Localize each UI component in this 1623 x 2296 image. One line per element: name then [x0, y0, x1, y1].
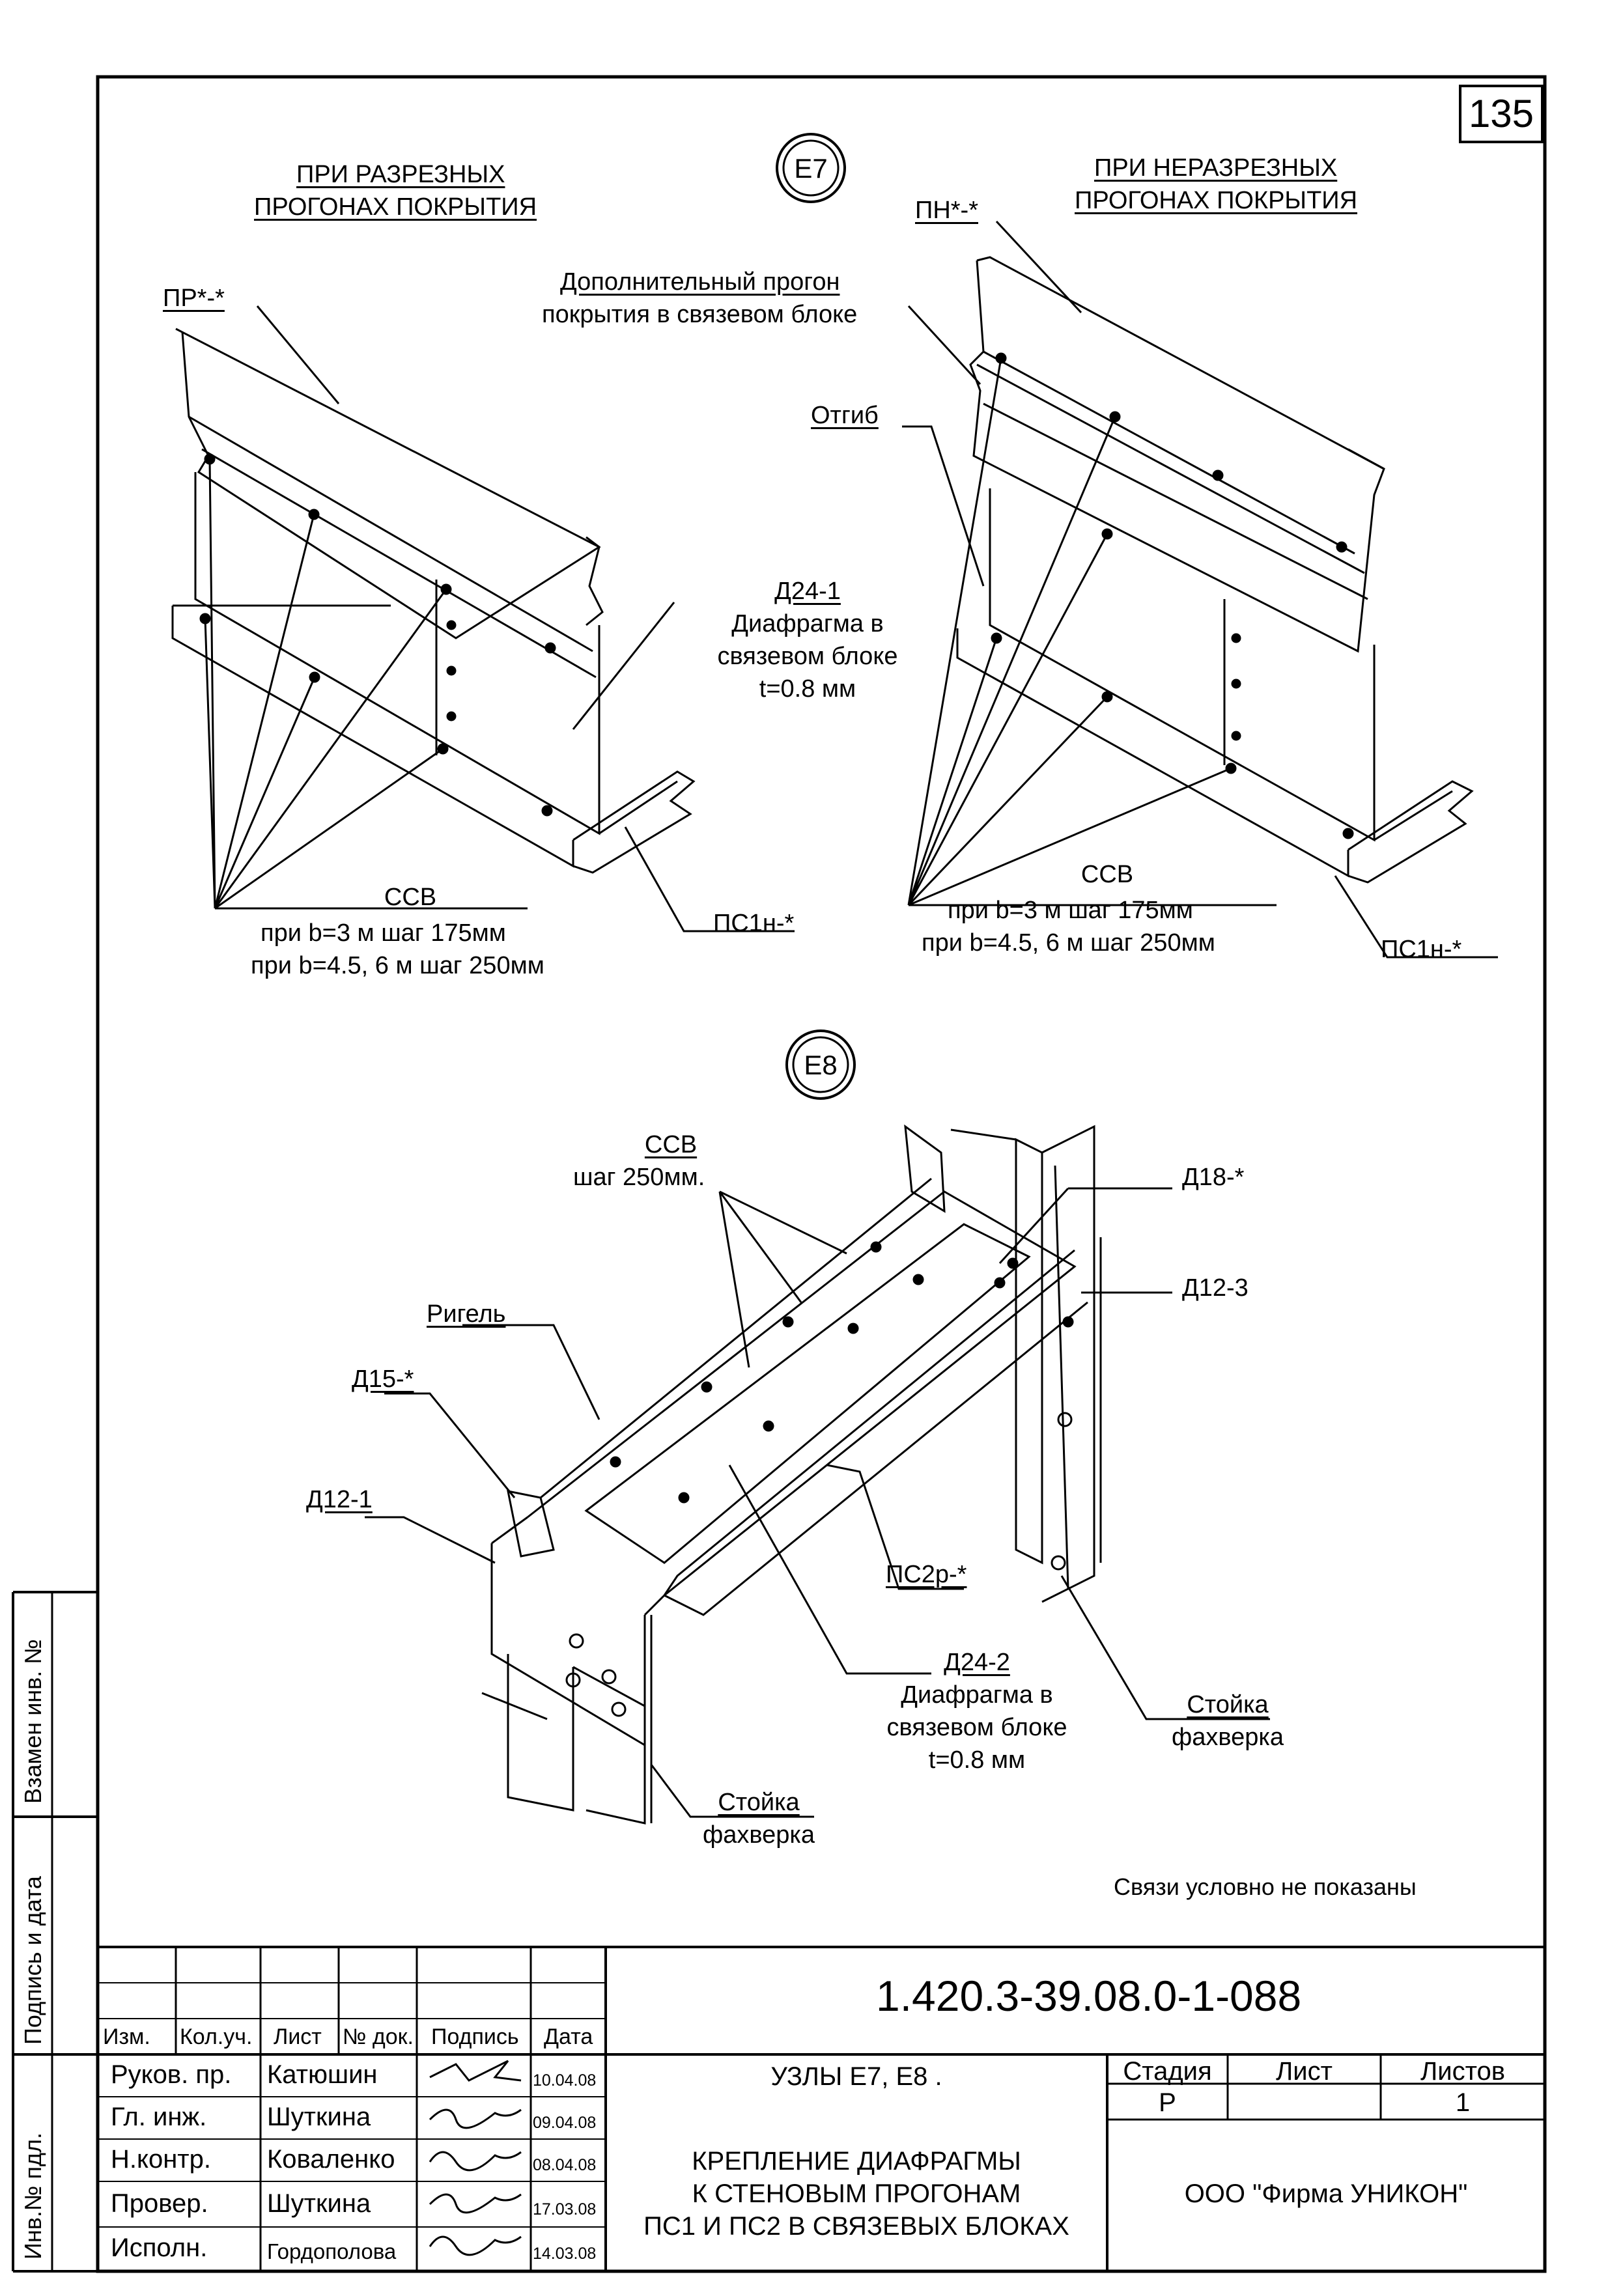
header-doc-no: № док. [343, 2024, 414, 2049]
name-row-5: Гордополова [267, 2239, 397, 2263]
header-signature: Подпись [431, 2024, 519, 2049]
e7-right-assembly [902, 220, 1498, 959]
title-block-grid [98, 1946, 1545, 2271]
e7-left-assembly [171, 305, 795, 932]
document-code: 1.420.3-39.08.0-1-088 [876, 1972, 1302, 2020]
e8-diaphragm-line2: связевом блоке [886, 1714, 1067, 1741]
role-row-1: Руков. пр. [111, 2060, 232, 2089]
company-name: ООО "Фирма УНИКОН" [1184, 2179, 1468, 2208]
label-d24-1: Д24-1 [774, 578, 841, 605]
role-row-4: Провер. [111, 2189, 208, 2218]
e7-left-step1: при b=3 м шаг 175мм [261, 919, 506, 947]
date-row-4: 17.03.08 [533, 2200, 597, 2219]
e7-left-step2: при b=4.5, 6 м шаг 250мм [251, 952, 544, 979]
sheets-value: 1 [1455, 2088, 1471, 2117]
date-row-2: 09.04.08 [533, 2114, 597, 2132]
label-pr: ПР*-* [163, 285, 225, 312]
e7-right-ssv: ССВ [1080, 861, 1134, 888]
label-d12-3: Д12-3 [1182, 1274, 1249, 1302]
date-row-5: 14.03.08 [533, 2245, 597, 2263]
sheet-frame [96, 75, 1547, 2273]
e8-ssv: ССВ [644, 1131, 698, 1158]
stamp-replaced-inv: Взамен инв. № [20, 1639, 46, 1804]
header-date: Дата [544, 2024, 593, 2049]
e8-ssv-step: шаг 250мм. [573, 1164, 705, 1191]
e7-diaphragm-line1: Диафрагма в [731, 610, 884, 637]
e8-left-post-line1: Стойка [718, 1789, 800, 1816]
e7-right-step2: при b=4.5, 6 м шаг 250мм [922, 929, 1215, 957]
drawing-title-line3: К СТЕНОВЫМ ПРОГОНАМ [692, 2179, 1021, 2208]
e7-right-step1: при b=3 м шаг 175мм [948, 897, 1193, 924]
stage-value: Р [1159, 2088, 1176, 2117]
name-row-3: Коваленко [267, 2145, 395, 2174]
label-otgib: Отгиб [811, 402, 879, 429]
e8-left-post-line2: фахверка [702, 1821, 815, 1849]
drawing-title-line1: УЗЛЫ Е7, Е8 . [770, 2062, 942, 2091]
sheets-header: Листов [1420, 2057, 1505, 2086]
node-marker-e8: Е8 [804, 1050, 838, 1080]
label-d15: Д15-* [352, 1365, 414, 1393]
signatures [429, 2060, 522, 2256]
sheet-number: 135 [1459, 85, 1544, 143]
drawing-title-line4: ПС1 И ПС2 В СВЯЗЕВЫХ БЛОКАХ [643, 2212, 1069, 2241]
e8-diaphragm-line1: Диафрагма в [901, 1681, 1053, 1709]
label-ps2r: ПС2р-* [886, 1561, 967, 1588]
e8-right-post-line2: фахверка [1171, 1724, 1284, 1751]
stamp-inventory: Инв.№ пдл. [20, 2132, 46, 2260]
stamp-signature-date: Подпись и дата [20, 1876, 46, 2045]
e8-thickness: t=0.8 мм [928, 1746, 1026, 1774]
name-row-1: Катюшин [267, 2060, 378, 2089]
label-extra-purlin-line2: покрытия в связевом блоке [542, 301, 858, 328]
e7-left-title-line2: ПРОГОНАХ ПОКРЫТИЯ [254, 193, 537, 221]
label-extra-purlin-line1: Дополнительный прогон [560, 268, 840, 296]
role-row-2: Гл. инж. [111, 2103, 207, 2131]
role-row-3: Н.контр. [111, 2145, 211, 2174]
label-d18: Д18-* [1182, 1164, 1245, 1191]
date-row-3: 08.04.08 [533, 2156, 597, 2174]
name-row-2: Шуткина [267, 2103, 371, 2131]
e7-right-ps1n: ПС1н-* [1381, 936, 1462, 963]
label-rigel: Ригель [427, 1300, 506, 1328]
label-d24-2: Д24-2 [944, 1649, 1010, 1676]
node-marker-e7: Е7 [794, 153, 828, 184]
e7-left-ssv: ССВ [384, 884, 437, 911]
e8-right-post-line1: Стойка [1187, 1691, 1269, 1718]
e7-right-title-line2: ПРОГОНАХ ПОКРЫТИЯ [1075, 187, 1358, 214]
stage-header: Стадия [1123, 2057, 1212, 2086]
role-row-5: Исполн. [111, 2233, 208, 2262]
e7-thickness: t=0.8 мм [759, 675, 856, 703]
label-d12-1: Д12-1 [306, 1486, 373, 1513]
e8-assembly [365, 1124, 1270, 1825]
sheet-header: Лист [1276, 2057, 1333, 2086]
note-bracing-not-shown: Связи условно не показаны [1114, 1873, 1417, 1900]
e7-right-title-line1: ПРИ НЕРАЗРЕЗНЫХ [1094, 154, 1338, 182]
date-row-1: 10.04.08 [533, 2071, 597, 2090]
header-kol-uch: Кол.уч. [180, 2024, 253, 2049]
drawing-title-line2: КРЕПЛЕНИЕ ДИАФРАГМЫ [692, 2147, 1021, 2176]
name-row-4: Шуткина [267, 2189, 371, 2218]
e7-left-ps1n: ПС1н-* [713, 910, 795, 937]
e7-diaphragm-line2: связевом блоке [717, 643, 898, 670]
label-pn: ПН*-* [915, 197, 978, 224]
e7-left-title-line1: ПРИ РАЗРЕЗНЫХ [296, 161, 505, 188]
header-izm: Изм. [103, 2024, 150, 2049]
header-list: Лист [274, 2024, 322, 2049]
